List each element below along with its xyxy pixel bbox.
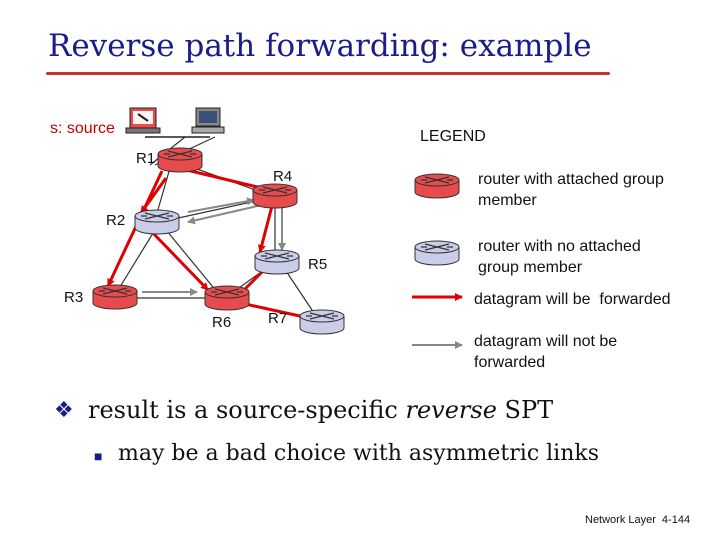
router-label-r3: R3 <box>64 289 84 306</box>
router-r6-icon <box>204 285 250 311</box>
source-host-laptop-icon <box>125 107 161 134</box>
footer-label: Network Layer <box>585 514 656 526</box>
arrow-r4-r5 <box>257 205 274 253</box>
router-r2-icon <box>134 209 180 235</box>
footer: Network Layer 4-144 <box>585 514 690 526</box>
arrow-r4-r2 <box>187 203 267 225</box>
legend-attached-text: router with attached group member <box>478 171 664 209</box>
router-label-r5: R5 <box>308 256 328 273</box>
router-r1-icon <box>157 147 203 173</box>
bullet-main-italic: reverse <box>405 396 497 424</box>
bullet-sub-text: may be a bad choice with asymmetric link… <box>118 441 600 466</box>
legend-plain-router-icon <box>414 240 460 266</box>
bullet-main-suffix: SPT <box>496 396 554 424</box>
title-underline <box>46 72 610 75</box>
host-pc-icon <box>191 107 225 134</box>
not-forwarded-arrows <box>142 197 286 296</box>
router-label-r1: R1 <box>136 150 156 167</box>
arrow-r2-r6 <box>150 230 210 292</box>
legend-forwarded-text: datagram will be forwarded <box>474 291 671 308</box>
arrow-r1-r2 <box>139 177 168 214</box>
legend-heading: LEGEND <box>420 128 486 145</box>
router-label-r4: R4 <box>273 168 293 185</box>
source-label: s: source <box>50 120 115 137</box>
bullet-main-prefix: result is a source-specific <box>88 396 406 424</box>
page-title: Reverse path forwarding: example <box>48 28 592 64</box>
legend-attached-router-icon <box>414 173 460 199</box>
router-label-r2: R2 <box>106 212 126 229</box>
bullet-diamond-icon: ❖ <box>54 398 74 423</box>
router-r4-icon <box>252 183 298 209</box>
arrow-r2-r4 <box>187 197 255 213</box>
bullet-main-text: result is a source-specific reverse SPT <box>88 396 553 424</box>
router-r3-icon <box>92 284 138 310</box>
router-r7-icon <box>299 309 345 335</box>
router-label-r6: R6 <box>212 314 232 331</box>
legend-not-attached-text: router with no attached group member <box>478 238 641 276</box>
router-r5-icon <box>254 249 300 275</box>
router-label-r7: R7 <box>268 310 288 327</box>
footer-page-number: 4-144 <box>661 514 691 526</box>
sub-bullet-square-icon: ■ <box>94 448 103 464</box>
legend-not-forwarded-text: datagram will not be forwarded <box>474 333 618 371</box>
